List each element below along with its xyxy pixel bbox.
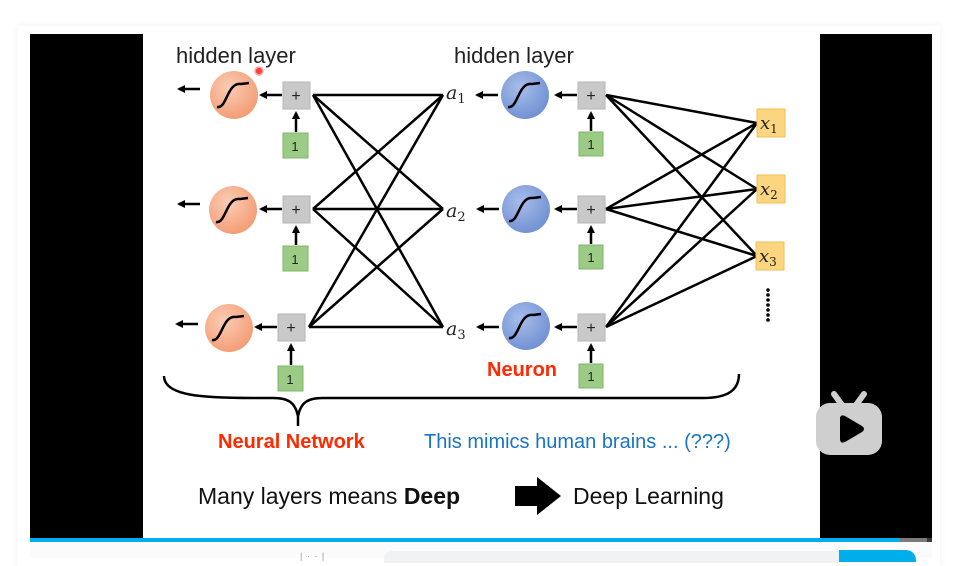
input-nodes: x1 x2 x3 (755, 108, 786, 322)
sigmoid-icon (216, 81, 250, 109)
right-hidden-layer: + 1 + 1 + 1 (475, 71, 606, 389)
blue-neuron (502, 185, 550, 233)
activation-a2: a2 (446, 200, 466, 225)
neural-network-diagram: hidden layer hidden layer (162, 43, 786, 515)
sum-node (282, 195, 311, 224)
curly-brace (162, 373, 741, 417)
bias-node (277, 365, 304, 392)
bias-label: 1 (587, 369, 594, 384)
left-hidden-layer: + 1 + 1 + 1 (175, 71, 311, 392)
many-layers-text: Many layers means Deep (198, 483, 460, 509)
cursor-pointer-dot (254, 66, 264, 76)
activation-a1: a1 (446, 82, 466, 107)
input-x1 (756, 108, 786, 138)
buffer-bar (900, 538, 928, 542)
sigmoid-icon (507, 81, 541, 109)
sum-node (577, 81, 606, 110)
activation-labels: a1 a2 a3 (446, 82, 466, 343)
deep-learning-text: Deep Learning (573, 483, 724, 509)
sum-node (277, 313, 306, 342)
tv-play-icon[interactable] (814, 390, 884, 458)
sigmoid-icon (508, 195, 542, 223)
sum-label: + (291, 88, 300, 105)
sigmoid-icon (215, 196, 249, 224)
bias-label: 1 (286, 372, 293, 387)
sum-label: + (586, 202, 595, 219)
bias-label: 1 (291, 252, 298, 267)
orange-neuron (209, 186, 257, 234)
blue-neuron (502, 302, 550, 350)
bias-label: 1 (291, 139, 298, 154)
orange-neuron (210, 71, 258, 119)
danmaku-status-text: | · · | (300, 551, 326, 561)
bias-label: 1 (587, 137, 594, 152)
danmaku-input[interactable] (384, 551, 839, 563)
sigmoid-icon (508, 312, 542, 340)
sum-label: + (586, 320, 595, 337)
blue-neuron (501, 71, 549, 119)
mimics-text: This mimics human brains ... (???) (424, 431, 731, 453)
svg-text:x1: x1 (760, 113, 778, 136)
sum-node (577, 313, 606, 342)
bias-label: 1 (587, 250, 594, 265)
sum-node (577, 195, 606, 224)
activation-a3: a3 (446, 318, 466, 343)
left-connections (307, 93, 445, 329)
svg-text:x2: x2 (760, 179, 778, 202)
left-layer-title: hidden layer (176, 43, 296, 68)
sum-label: + (286, 320, 295, 337)
sum-label: + (291, 202, 300, 219)
neural-network-label: Neural Network (218, 431, 366, 453)
neuron-label: Neuron (487, 359, 557, 381)
slide-frame: hidden layer hidden layer (143, 34, 820, 539)
sigmoid-icon (211, 314, 245, 342)
bias-node (282, 132, 309, 159)
right-layer-title: hidden layer (454, 43, 574, 68)
ellipsis-dots (766, 288, 770, 322)
arrow-right-icon (515, 477, 561, 515)
svg-text:x3: x3 (759, 246, 777, 269)
right-connections (604, 93, 759, 329)
progress-fill (30, 538, 901, 542)
input-x2 (756, 174, 786, 204)
progress-bar[interactable] (30, 538, 932, 542)
bias-node (578, 244, 604, 270)
orange-neuron (205, 304, 253, 352)
send-button[interactable] (839, 550, 916, 562)
sum-label: + (586, 88, 595, 105)
bias-node (578, 131, 604, 157)
sum-node (282, 81, 311, 110)
bias-node (282, 245, 309, 272)
bias-node (578, 363, 604, 389)
input-x3 (755, 241, 785, 271)
